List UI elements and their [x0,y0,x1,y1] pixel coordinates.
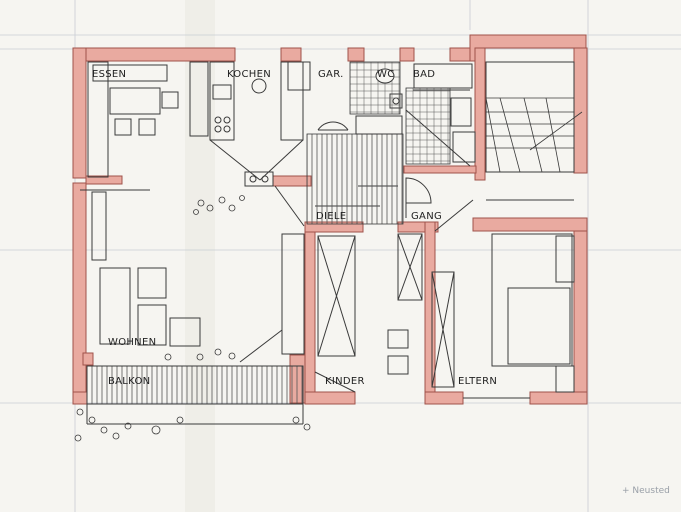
room-label-kochen: KOCHEN [227,69,271,80]
room-label-essen: ESSEN [92,69,127,80]
balkon-floor [86,365,304,405]
room-label-diele: DIELE [316,211,347,222]
furniture [80,61,583,399]
plants [74,195,311,442]
bad-tiles [405,87,451,165]
room-label-wc: WC [377,69,395,80]
room-label-gang: GANG [411,211,443,222]
sheet-note: + Neusted [622,486,670,496]
room-label-wohnen: WOHNEN [108,337,157,348]
room-label-eltern: ELTERN [458,376,498,387]
room-label-bad: BAD [413,69,436,80]
room-label-garderobe: GAR. [318,69,344,80]
diele-floor [306,133,404,225]
walls [72,34,588,405]
room-label-kinder: KINDER [325,376,365,387]
room-label-balkon: BALKON [108,376,151,387]
